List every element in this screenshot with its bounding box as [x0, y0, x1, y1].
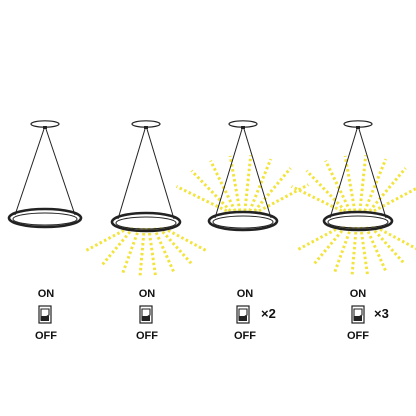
led-ring [322, 210, 394, 232]
suspension-wire-left [14, 128, 45, 216]
light-ray-3 [228, 155, 242, 212]
led-ring-inner [12, 212, 78, 226]
light-ray-11 [343, 155, 357, 212]
led-ring [207, 210, 279, 232]
light-ray-15 [373, 186, 416, 213]
suspension-wire-right [45, 128, 76, 216]
off-label-4: OFF [347, 330, 369, 342]
light-ray-3 [138, 227, 146, 276]
wall-switch-icon [139, 305, 153, 324]
light-ray-7 [162, 226, 207, 252]
light-ray-5 [248, 158, 273, 212]
wall-switch-icon [38, 305, 52, 324]
on-label-4: ON [349, 288, 367, 300]
led-ring-inner [327, 215, 389, 229]
light-ray-5 [364, 226, 388, 272]
light-ray-13 [363, 158, 388, 212]
light-ray-1 [313, 226, 347, 265]
light-ray-1 [190, 169, 232, 213]
light-ray-3 [350, 226, 358, 275]
suspension-wire-right [358, 128, 387, 219]
on-label-1: ON [37, 288, 55, 300]
off-label-2: OFF [136, 330, 158, 342]
canopy-mount [144, 126, 148, 129]
pendant-lamp-2 [85, 120, 207, 324]
on-label-2: ON [138, 288, 156, 300]
light-ray-4 [243, 155, 253, 212]
suspension-wire-left [214, 128, 243, 219]
light-ray-12 [358, 155, 368, 212]
off-label-1: OFF [35, 330, 57, 342]
light-ray-0 [297, 225, 342, 251]
multiplier-4: ×3 [374, 306, 389, 321]
light-ray-5 [152, 227, 176, 273]
wall-switch-icon [351, 305, 365, 324]
suspension-wire-left [117, 128, 146, 220]
light-ray-4 [147, 227, 157, 276]
light-ray-6 [370, 225, 405, 264]
light-ray-2 [209, 160, 237, 212]
light-ray-0 [175, 185, 228, 213]
light-ray-14 [368, 167, 407, 212]
light-ray-6 [158, 226, 193, 265]
off-label-3: OFF [234, 330, 256, 342]
light-ray-1 [101, 227, 135, 266]
light-ray-10 [324, 160, 352, 212]
suspension-wire-left [329, 128, 358, 219]
led-ring-inner [212, 215, 274, 229]
multiplier-3: ×2 [261, 306, 276, 321]
pendant-lamp-4 [290, 120, 416, 324]
on-label-3: ON [236, 288, 254, 300]
canopy-mount [356, 126, 360, 129]
canopy-mount [43, 126, 47, 129]
light-ray-9 [305, 169, 347, 213]
light-ray-7 [374, 225, 416, 251]
led-ring [7, 207, 83, 229]
light-ray-4 [359, 226, 369, 275]
light-ray-2 [121, 227, 141, 274]
wall-switch-icon [236, 305, 250, 324]
light-ray-0 [85, 226, 130, 252]
pendant-lamp-1 [7, 120, 83, 324]
light-ray-8 [290, 185, 343, 213]
canopy-mount [241, 126, 245, 129]
light-ray-2 [333, 226, 353, 273]
suspension-wire-right [243, 128, 272, 219]
led-ring-inner [115, 216, 177, 230]
led-ring [110, 211, 182, 233]
light-ray-7 [258, 183, 310, 213]
light-ray-6 [253, 167, 292, 212]
suspension-wire-right [146, 128, 175, 220]
